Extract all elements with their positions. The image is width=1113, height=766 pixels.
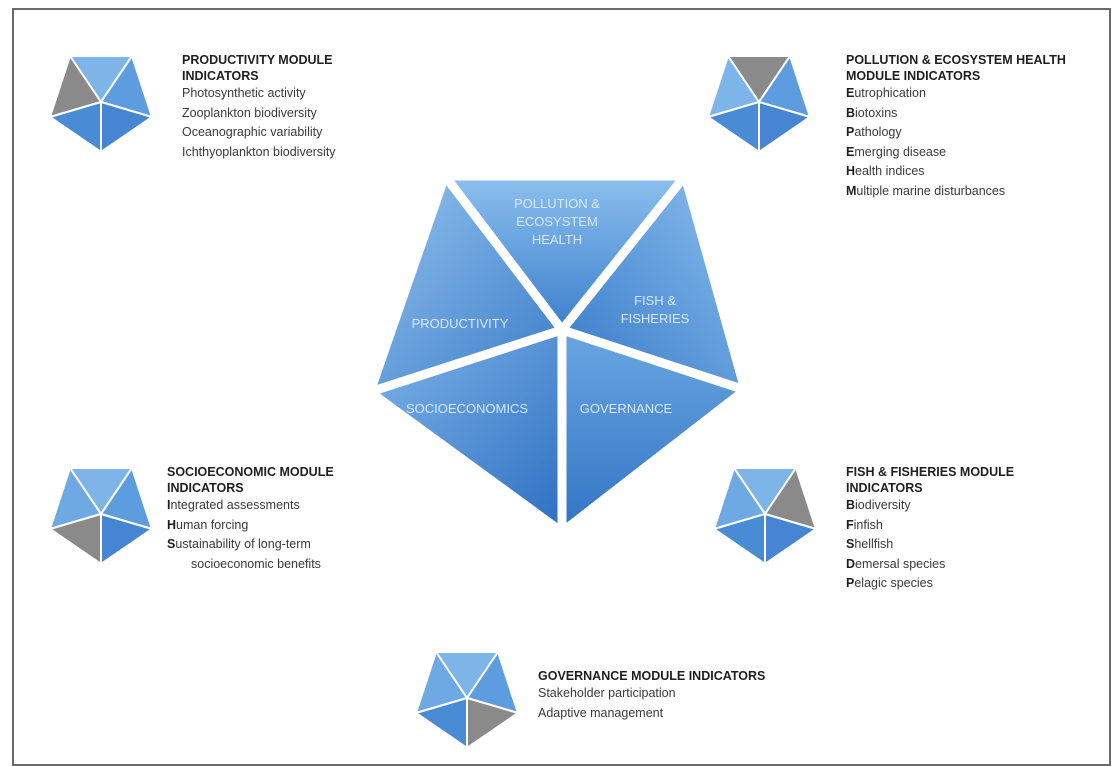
label-pollution-2: ECOSYSTEM [516, 214, 598, 229]
segment-governance [557, 323, 755, 542]
label-pollution-1: POLLUTION & [514, 196, 600, 211]
socioeconomic-module-block: SOCIOECONOMIC MODULE INDICATORS Integrat… [167, 464, 367, 574]
pollution-module-title: POLLUTION & ECOSYSTEM HEALTH MODULE INDI… [846, 53, 1066, 83]
label-fish-2: FISHERIES [621, 311, 690, 326]
fish-item: Demersal species [846, 556, 946, 571]
fish-module-block: FISH & FISHERIES MODULE INDICATORS Biodi… [846, 464, 1046, 594]
governance-pentagon-icon [414, 649, 520, 750]
pollution-item: Emerging disease [846, 144, 947, 159]
fish-item: Biodiversity [846, 498, 911, 512]
pollution-item: Multiple marine disturbances [846, 183, 1006, 198]
fish-pentagon-icon [712, 465, 818, 566]
fish-module-title: FISH & FISHERIES MODULE INDICATORS [846, 465, 1015, 495]
governance-module-title: GOVERNANCE MODULE INDICATORS [538, 669, 766, 683]
pollution-item: Pathology [846, 125, 902, 139]
productivity-item: Zooplankton biodiversity [182, 105, 317, 120]
pollution-item: Biotoxins [846, 105, 898, 120]
label-productivity: PRODUCTIVITY [412, 316, 509, 331]
pollution-item: Health indices [846, 164, 925, 178]
productivity-pentagon-icon [48, 53, 154, 154]
governance-item: Adaptive management [538, 705, 664, 720]
socioeconomic-item: Integrated assessments [167, 498, 300, 512]
fish-item: Pelagic species [846, 576, 933, 590]
productivity-module-title: PRODUCTIVITY MODULE INDICATORS [182, 53, 333, 83]
label-pollution-3: HEALTH [532, 232, 582, 247]
productivity-item: Oceanographic variability [182, 125, 323, 139]
pollution-item: Eutrophication [846, 86, 926, 100]
governance-item: Stakeholder participation [538, 686, 676, 700]
label-governance: GOVERNANCE [580, 401, 673, 416]
fish-item: Shellfish [846, 537, 894, 551]
socioeconomic-item: Human forcing [167, 517, 249, 532]
governance-module-block: GOVERNANCE MODULE INDICATORS Stakeholder… [538, 668, 838, 723]
socioeconomic-item: socioeconomic benefits [191, 556, 321, 571]
pollution-pentagon-icon [706, 53, 812, 154]
socioeconomic-item: Sustainability of long-term [167, 537, 311, 551]
productivity-item: Ichthyoplankton biodiversity [182, 144, 336, 159]
productivity-item: Photosynthetic activity [182, 86, 306, 100]
socioeconomic-module-title: SOCIOECONOMIC MODULE INDICATORS [167, 465, 334, 495]
label-fish-1: FISH & [634, 293, 676, 308]
label-socioeconomics: SOCIOECONOMICS [406, 401, 528, 416]
pollution-module-block: POLLUTION & ECOSYSTEM HEALTH MODULE INDI… [846, 52, 1096, 201]
fish-item: Finfish [846, 517, 883, 532]
socioeconomic-pentagon-icon [48, 465, 154, 566]
productivity-module-block: PRODUCTIVITY MODULE INDICATORS Photosynt… [182, 52, 372, 162]
